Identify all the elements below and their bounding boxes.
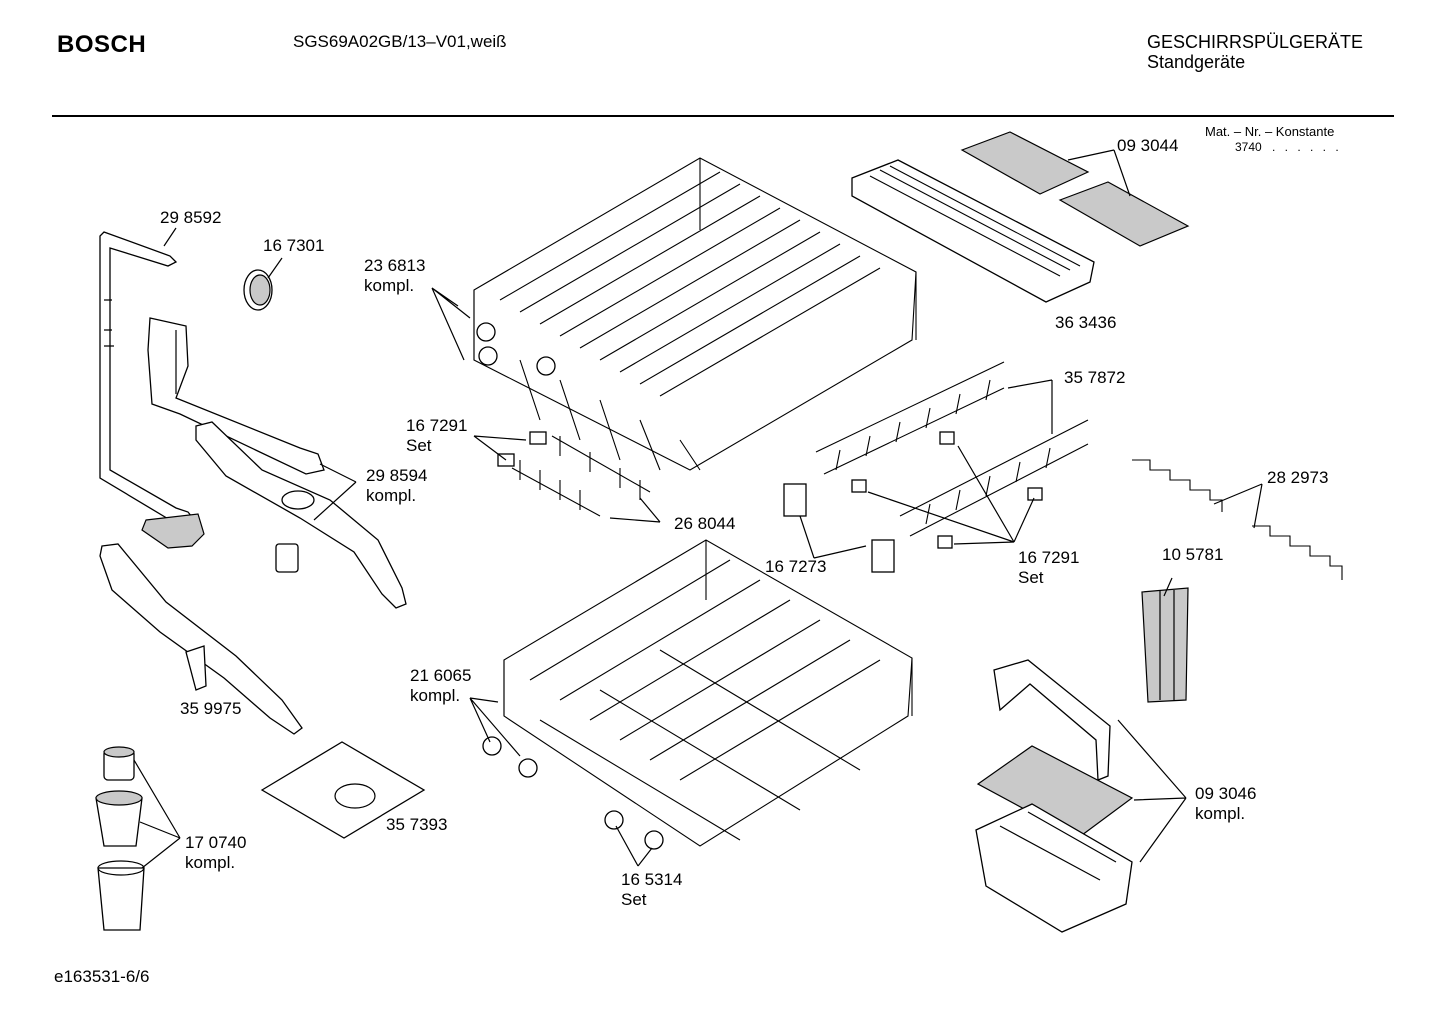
cup-shelf-drawings: [960, 131, 1190, 247]
part-label-363436: 36 3436: [1055, 313, 1117, 332]
part-label-298592: 29 8592: [160, 208, 222, 227]
part-label-282973: 28 2973: [1267, 468, 1329, 487]
cutlery-cup-drawing: [1141, 587, 1189, 703]
material-heading: Mat. – Nr. – Konstante: [1205, 124, 1335, 139]
folding-rack-drawings: [1132, 459, 1343, 580]
tine-row-left-drawing: [511, 435, 651, 517]
part-label-357393: 35 7393: [386, 815, 448, 834]
spray-arm-upper-drawing: [147, 317, 325, 475]
part-label-167301: 16 7301: [263, 236, 325, 255]
clips-drawing: [497, 431, 1043, 573]
category-title: GESCHIRRSPÜLGERÄTE: [1147, 32, 1364, 52]
sump-cover-drawing: [260, 741, 426, 839]
part-label-105781: 10 5781: [1162, 545, 1224, 564]
header-divider: [52, 115, 1394, 117]
tine-rows-right-drawing: [815, 361, 1089, 537]
part-label-268044: 26 8044: [674, 514, 736, 533]
part-label-357872: 35 7872: [1064, 368, 1126, 387]
leader-lines: [133, 149, 1263, 869]
filter-cap-drawing: [243, 269, 273, 311]
drawing-id: e163531-6/6: [54, 967, 150, 986]
cutlery-basket-drawing: [975, 659, 1134, 933]
brand-logo: BOSCH: [57, 31, 147, 58]
part-label-167273: 16 7273: [765, 557, 827, 576]
material-value: 3740: [1235, 140, 1262, 154]
part-label-359975: 35 9975: [180, 699, 242, 718]
part-label-093044: 09 3044: [1117, 136, 1179, 155]
spray-arm-middle-drawing: [195, 421, 407, 609]
lower-basket-drawing: [482, 539, 913, 850]
spray-arm-lower-drawing: [99, 543, 303, 735]
filter-set-drawing: [95, 746, 145, 931]
material-dots: . . . . . .: [1272, 140, 1342, 154]
model-number: SGS69A02GB/13–V01,weiß: [293, 32, 507, 51]
supply-pipe-drawing: [99, 231, 205, 549]
cutlery-tray-drawing: [851, 159, 1095, 303]
upper-basket-drawing: [473, 157, 917, 471]
category-subtitle: Standgeräte: [1147, 52, 1246, 72]
